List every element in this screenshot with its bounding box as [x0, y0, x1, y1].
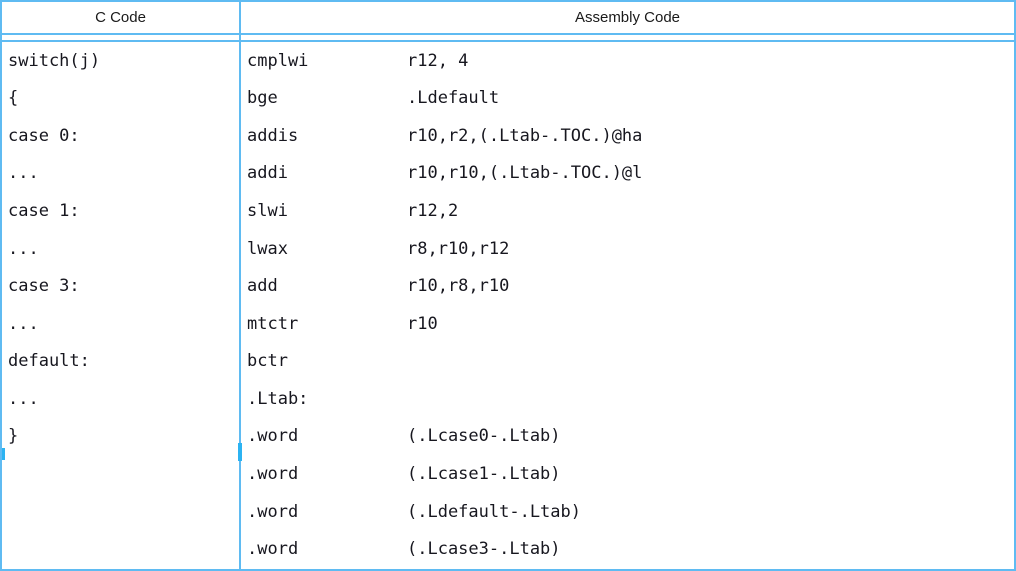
asm-mnemonic: bge	[247, 88, 278, 109]
table-row: { bge .Ldefault	[2, 81, 1014, 119]
asm-mnemonic: addis	[247, 126, 299, 147]
c-code-text: ...	[8, 389, 39, 410]
asm-operands: r10,r8,r10	[407, 276, 510, 297]
asm-mnemonic: slwi	[247, 201, 288, 222]
asm-operands: r8,r10,r12	[407, 238, 510, 259]
table-row: ... .Ltab:	[2, 381, 1014, 419]
asm-mnemonic: .word	[247, 464, 299, 485]
table-row: .word (.Lcase1-.Ltab)	[2, 456, 1014, 494]
table-row: switch(j) cmplwi r12, 4	[2, 43, 1014, 81]
table-header-row: C Code Assembly Code	[2, 2, 1014, 33]
table-row: case 0: addis r10,r2,(.Ltab-.TOC.)@ha	[2, 118, 1014, 156]
asm-operands: (.Ldefault-.Ltab)	[407, 501, 581, 522]
asm-mnemonic: .Ltab:	[247, 389, 309, 410]
c-code-text: case 1:	[8, 201, 80, 222]
table-row: case 3: add r10,r8,r10	[2, 268, 1014, 306]
c-code-text: ...	[8, 313, 39, 334]
c-code-text: case 0:	[8, 126, 80, 147]
asm-mnemonic: lwax	[247, 238, 288, 259]
header-separator-line-bottom	[2, 40, 1014, 42]
asm-mnemonic: bctr	[247, 351, 288, 372]
table-body: switch(j) cmplwi r12, 4 { bge .Ldefault …	[2, 43, 1014, 569]
c-code-text: ...	[8, 238, 39, 259]
c-code-text: case 3:	[8, 276, 80, 297]
c-code-column-header: C Code	[95, 9, 146, 26]
header-separator-line-top	[2, 33, 1014, 35]
table-row: ... addi r10,r10,(.Ltab-.TOC.)@l	[2, 156, 1014, 194]
asm-operands: r10,r10,(.Ltab-.TOC.)@l	[407, 163, 643, 184]
column-divider-line	[239, 2, 241, 569]
asm-mnemonic: .word	[247, 539, 299, 560]
c-code-text: switch(j)	[8, 50, 101, 71]
c-code-text: }	[8, 426, 19, 447]
asm-operands: r12,2	[407, 201, 459, 222]
asm-operands: (.Lcase0-.Ltab)	[407, 426, 561, 447]
table-row: case 1: slwi r12,2	[2, 193, 1014, 231]
table-row: default: bctr	[2, 344, 1014, 382]
asm-mnemonic: .word	[247, 426, 299, 447]
c-code-text: {	[8, 88, 19, 109]
c-code-text: default:	[8, 351, 90, 372]
asm-mnemonic: add	[247, 276, 278, 297]
table-row: ... mtctr r10	[2, 306, 1014, 344]
table-row: .word (.Lcase3-.Ltab)	[2, 531, 1014, 569]
asm-mnemonic: cmplwi	[247, 50, 309, 71]
asm-mnemonic: .word	[247, 501, 299, 522]
row-separator-stub	[238, 443, 242, 461]
asm-operands: (.Lcase3-.Ltab)	[407, 539, 561, 560]
asm-mnemonic: addi	[247, 163, 288, 184]
table-row: } .word (.Lcase0-.Ltab)	[2, 419, 1014, 457]
row-separator-stub	[2, 448, 5, 460]
asm-operands: r10	[407, 313, 438, 334]
asm-mnemonic: mtctr	[247, 313, 299, 334]
table-row: .word (.Ldefault-.Ltab)	[2, 494, 1014, 532]
assembly-code-column-header: Assembly Code	[574, 9, 681, 26]
asm-operands: r12, 4	[407, 50, 469, 71]
asm-operands: r10,r2,(.Ltab-.TOC.)@ha	[407, 126, 643, 147]
c-code-text: ...	[8, 163, 39, 184]
asm-operands: (.Lcase1-.Ltab)	[407, 464, 561, 485]
table-row: ... lwax r8,r10,r12	[2, 231, 1014, 269]
asm-operands: .Ldefault	[407, 88, 500, 109]
